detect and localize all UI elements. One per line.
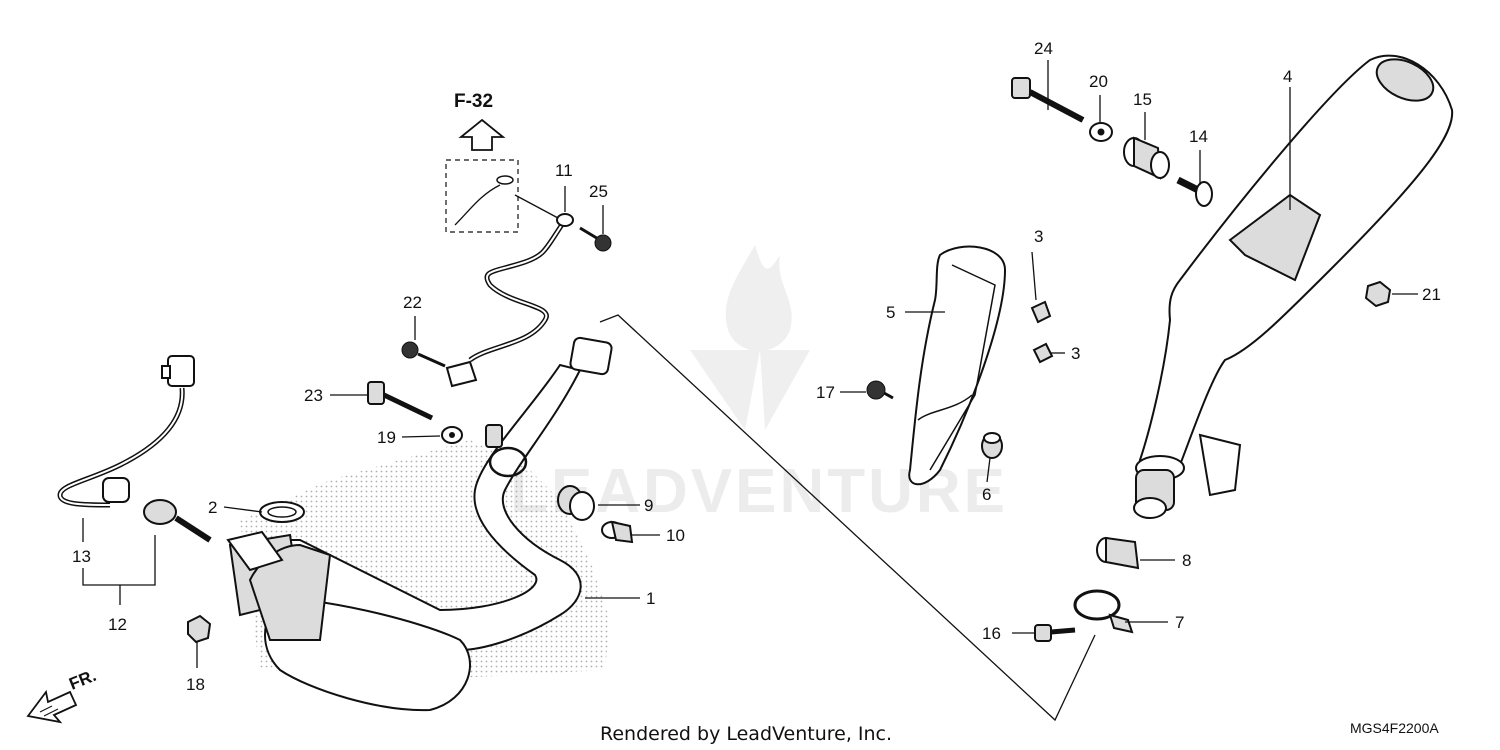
callout-3b: 3 <box>1071 344 1080 363</box>
callout-20: 20 <box>1089 72 1108 91</box>
heat-shield-5 <box>908 245 1007 486</box>
bolt-25 <box>579 226 612 252</box>
exhaust-pipe-1 <box>226 336 613 712</box>
grommet-6 <box>981 432 1003 459</box>
footer-credit: Rendered by LeadVenture, Inc. <box>600 723 892 745</box>
reference-label: F-32 <box>454 91 493 112</box>
callout-10: 10 <box>666 526 685 545</box>
collar-14 <box>1176 176 1213 207</box>
callout-9: 9 <box>644 496 653 515</box>
ground-wire-detail-box <box>445 159 519 233</box>
gasket-8 <box>1096 536 1140 570</box>
clip-3a <box>1030 300 1052 324</box>
callout-19: 19 <box>377 428 396 447</box>
bolt-23 <box>367 381 434 421</box>
callout-labels: 1 2 3 3 4 5 6 7 8 9 10 11 12 13 14 15 16… <box>72 39 1441 694</box>
callout-11: 11 <box>555 161 573 180</box>
up-arrow-icon <box>458 118 506 151</box>
collar-10 <box>601 520 634 544</box>
callout-25: 25 <box>589 182 608 201</box>
callout-8: 8 <box>1182 551 1191 570</box>
callout-17: 17 <box>816 383 835 402</box>
watermark: LEADVENTURE <box>510 245 1005 526</box>
callout-18: 18 <box>186 675 205 694</box>
callout-4: 4 <box>1283 67 1292 86</box>
bolt-16 <box>1034 624 1076 642</box>
callout-16: 16 <box>982 624 1001 643</box>
bolt-24 <box>1011 77 1085 123</box>
ground-wire <box>445 213 574 388</box>
clip-3b <box>1032 342 1054 364</box>
nut-21 <box>1364 280 1392 308</box>
grommet-9 <box>557 485 595 521</box>
diagram-code: MGS4F2200A <box>1350 720 1439 736</box>
callout-7: 7 <box>1175 613 1184 632</box>
callout-6: 6 <box>982 485 991 504</box>
callout-3a: 3 <box>1034 227 1043 246</box>
front-arrow-icon <box>26 689 78 724</box>
assembly-leader <box>599 314 1096 722</box>
callout-15: 15 <box>1133 90 1152 109</box>
front-label: FR. <box>66 666 99 694</box>
callout-5: 5 <box>886 303 895 322</box>
collar-15 <box>1123 136 1170 180</box>
bolt-22 <box>401 341 446 368</box>
callout-22: 22 <box>403 293 422 312</box>
callout-12: 12 <box>108 615 127 634</box>
muffler-4 <box>1133 54 1454 519</box>
callout-14: 14 <box>1189 127 1208 146</box>
callout-1: 1 <box>646 589 655 608</box>
o2-sensor-12 <box>143 499 212 543</box>
callout-24: 24 <box>1034 39 1053 58</box>
clamp-7 <box>1073 589 1134 634</box>
nut-18 <box>187 614 212 644</box>
reference-f32: F-32 <box>445 91 519 233</box>
sensor-harness-13 <box>57 355 195 508</box>
leader-lines <box>82 60 1418 668</box>
bolt-17 <box>866 380 894 400</box>
callout-13: 13 <box>72 547 91 566</box>
callout-21: 21 <box>1422 285 1441 304</box>
callout-2: 2 <box>208 498 217 517</box>
callout-23: 23 <box>304 386 323 405</box>
gasket-2 <box>259 501 305 523</box>
front-direction: FR. <box>26 666 99 724</box>
